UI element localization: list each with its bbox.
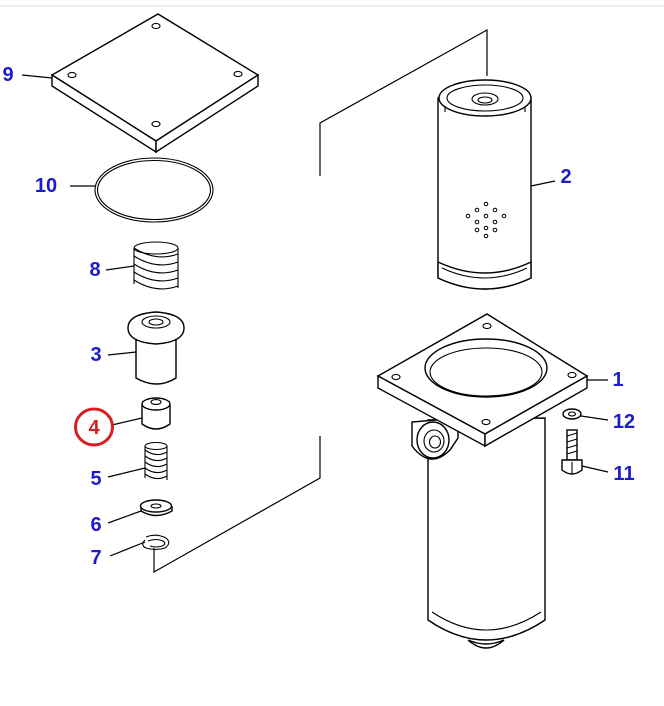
part-11-bolt[interactable] xyxy=(561,429,583,475)
part-7-snap-ring[interactable] xyxy=(142,534,170,551)
callout-12[interactable]: 12 xyxy=(613,411,635,433)
callout-7[interactable]: 7 xyxy=(90,547,101,569)
highlight-circle-4 xyxy=(74,407,114,447)
leader-12 xyxy=(580,415,609,421)
part-4-poppet[interactable] xyxy=(141,397,171,430)
callout-9[interactable]: 9 xyxy=(2,64,13,86)
leader-7 xyxy=(109,541,146,557)
callout-2[interactable]: 2 xyxy=(560,166,571,188)
leader-2 xyxy=(530,180,556,187)
part-6-washer[interactable] xyxy=(139,499,173,517)
callout-4[interactable]: 4 xyxy=(88,417,100,439)
part-2-filter-element[interactable] xyxy=(437,79,532,290)
part-9-cover-plate[interactable] xyxy=(50,13,260,154)
part-12-washer[interactable] xyxy=(562,408,582,420)
callout-5[interactable]: 5 xyxy=(90,468,101,490)
leader-11 xyxy=(581,465,609,473)
part-3-valve[interactable] xyxy=(127,311,185,385)
part-5-small-spring[interactable] xyxy=(144,441,168,481)
leader-8 xyxy=(105,265,135,271)
callout-8[interactable]: 8 xyxy=(89,259,100,281)
part-1-filter-case[interactable] xyxy=(376,313,589,649)
callout-6[interactable]: 6 xyxy=(90,514,101,536)
leader-3 xyxy=(107,351,137,356)
leader-4 xyxy=(111,417,143,426)
leader-9 xyxy=(21,74,53,79)
leader-6 xyxy=(107,510,142,524)
callout-10[interactable]: 10 xyxy=(35,175,57,197)
assembly-guide-lower xyxy=(153,436,321,574)
assembly-guide-upper xyxy=(319,28,488,176)
callout-3[interactable]: 3 xyxy=(90,344,101,366)
callout-1[interactable]: 1 xyxy=(612,369,623,391)
leader-5 xyxy=(107,467,146,478)
filter-perforations xyxy=(465,201,507,239)
part-8-spring[interactable] xyxy=(133,241,179,290)
callout-11[interactable]: 11 xyxy=(613,463,634,485)
part-10-o-ring[interactable] xyxy=(94,157,214,223)
